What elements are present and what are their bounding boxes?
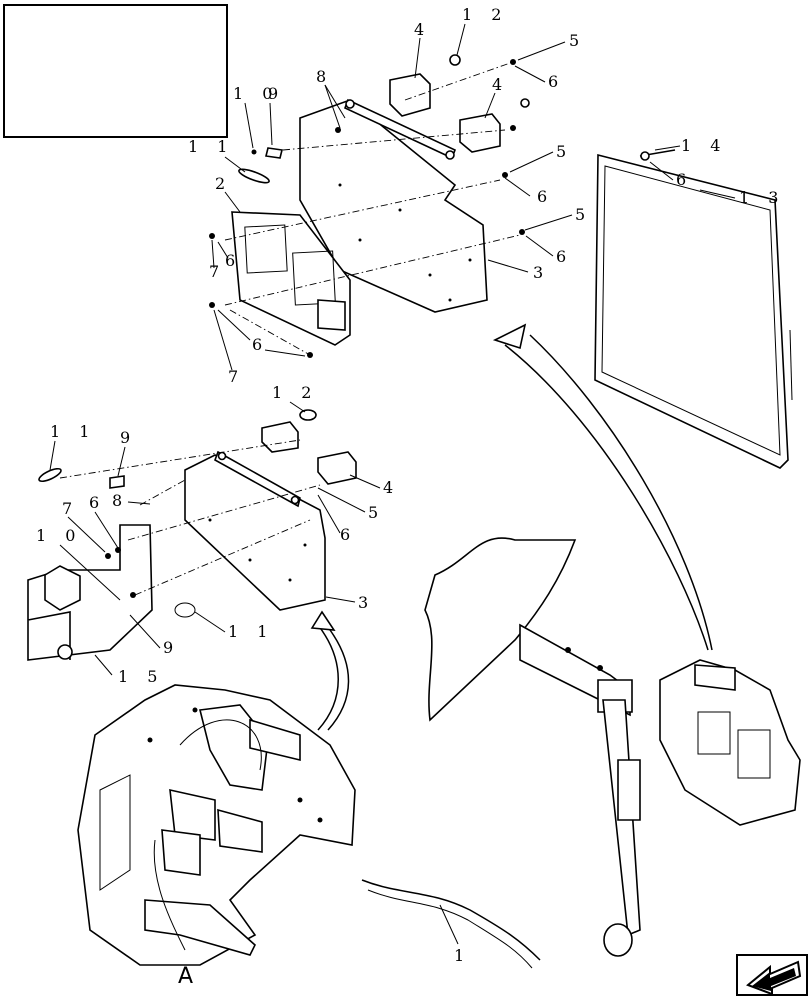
- callout-10b: 1 0: [36, 526, 82, 545]
- mid-assembly: [27, 409, 357, 661]
- callout-2: 2: [215, 174, 232, 193]
- view-a-label: A: [178, 964, 193, 989]
- callout-9a: 9: [268, 84, 285, 103]
- frame-assembly: [361, 537, 801, 969]
- callout-7c: 7: [62, 499, 79, 518]
- callout-6a: 6: [548, 72, 565, 91]
- view-a-detail: [77, 684, 356, 966]
- callout-6e: 6: [252, 335, 269, 354]
- callout-8b: 8: [112, 491, 129, 510]
- callout-6c: 6: [225, 251, 242, 270]
- callout-4c: 4: [383, 478, 400, 497]
- title-box: [3, 4, 228, 138]
- callout-11c: 1 1: [228, 622, 274, 641]
- callout-5b: 5: [556, 142, 573, 161]
- callout-15: 1 5: [118, 667, 164, 686]
- callout-6b: 6: [537, 187, 554, 206]
- callout-4b: 4: [492, 75, 509, 94]
- arrow-icon[interactable]: [736, 954, 808, 996]
- callout-5d: 5: [368, 503, 385, 522]
- callout-11b: 1 1: [50, 422, 96, 441]
- callout-4a: 4: [414, 20, 431, 39]
- callout-6d: 6: [556, 247, 573, 266]
- callout-1: 1: [454, 946, 471, 965]
- callout-9b: 9: [120, 428, 137, 447]
- callout-5c: 5: [575, 205, 592, 224]
- callout-13: 1 3: [739, 188, 785, 207]
- callout-5a: 5: [569, 31, 586, 50]
- callout-6-right: 6: [676, 170, 693, 189]
- panel-13: [594, 149, 793, 469]
- callout-11a: 1 1: [188, 137, 234, 156]
- callout-3b: 3: [358, 593, 375, 612]
- callout-7a: 7: [209, 262, 226, 281]
- callout-6g: 6: [340, 525, 357, 544]
- curve-arrow-right: [504, 344, 709, 651]
- callout-10a: 1 0: [233, 84, 279, 103]
- callout-12-top: 1 2: [462, 5, 508, 24]
- callout-6f: 6: [89, 493, 106, 512]
- callout-7b: 7: [228, 367, 245, 386]
- callout-3a: 3: [533, 263, 550, 282]
- callout-9c: 9: [163, 638, 180, 657]
- top-assembly: [209, 54, 530, 358]
- callout-12-mid: 1 2: [272, 383, 318, 402]
- callout-14: 1 4: [681, 136, 727, 155]
- callout-8a: 8: [316, 67, 333, 86]
